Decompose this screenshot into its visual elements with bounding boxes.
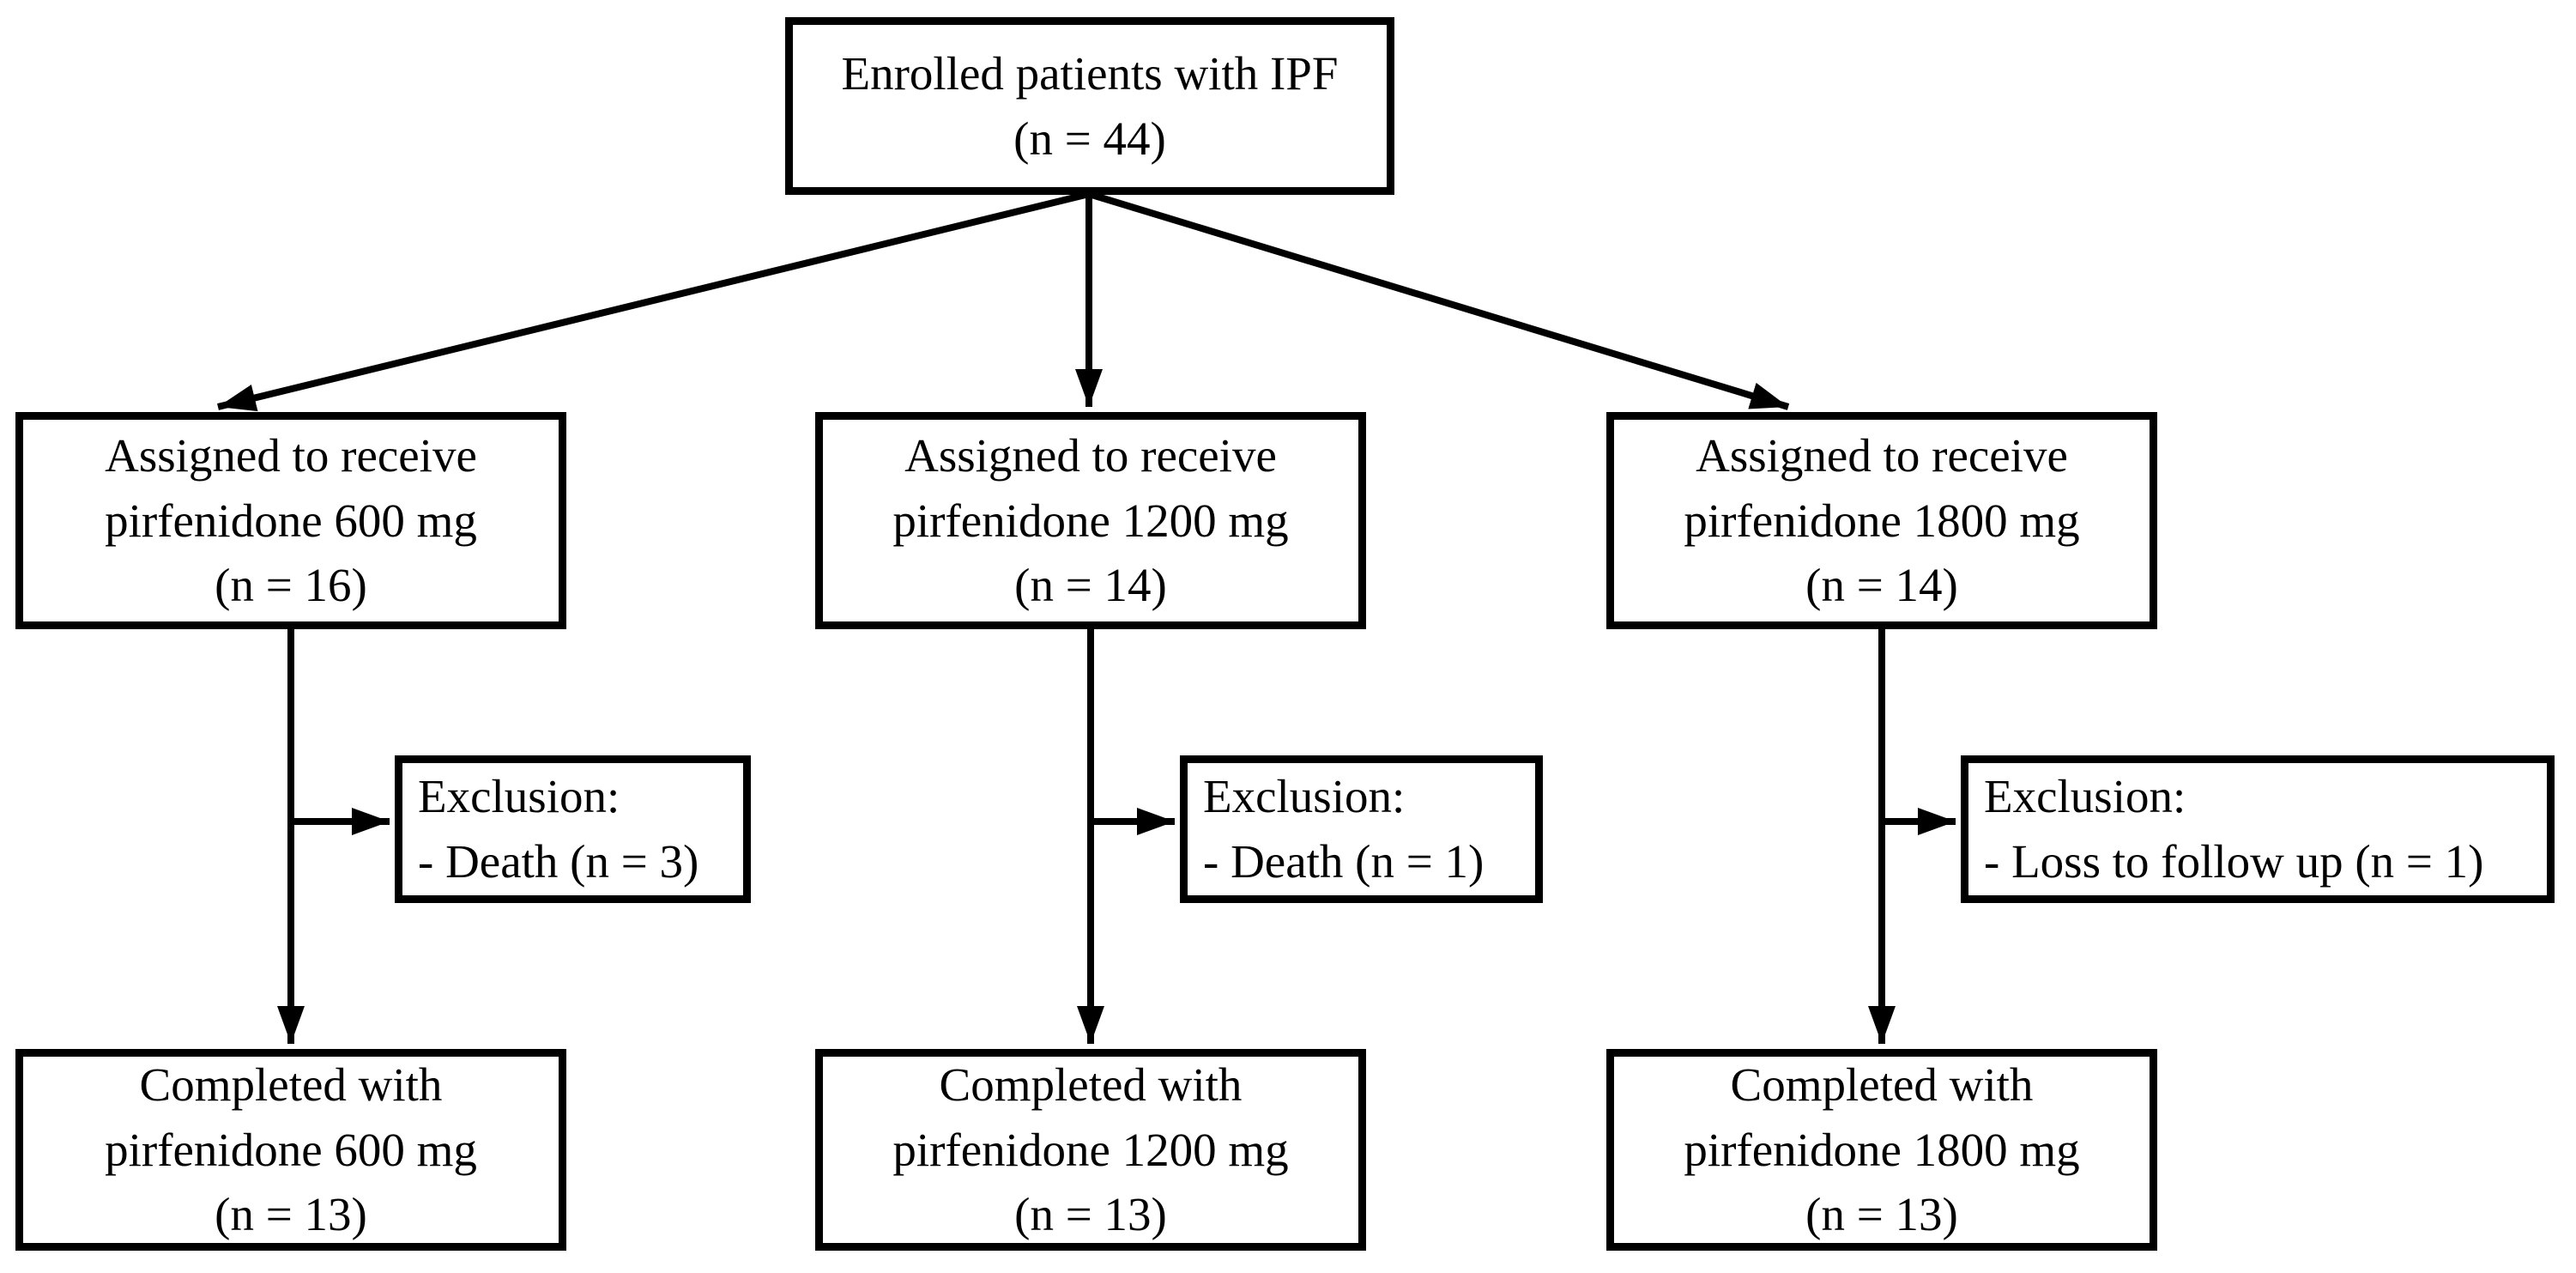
node-line: Exclusion: — [1203, 770, 1406, 823]
node-line: Exclusion: — [418, 770, 620, 823]
node-line: pirfenidone 1800 mg — [1684, 1123, 2080, 1176]
node-line: Assigned to receive — [904, 428, 1277, 482]
node-enrolled-patients: Enrolled patients with IPF (n = 44) — [785, 17, 1394, 195]
node-line: pirfenidone 1800 mg — [1684, 494, 2080, 547]
node-line: Assigned to receive — [105, 428, 477, 482]
node-exclusion-1200mg: Exclusion: - Death (n = 1) — [1180, 755, 1543, 903]
node-count: (n = 16) — [215, 559, 367, 612]
node-completed-1800mg: Completed with pirfenidone 1800 mg (n = … — [1606, 1049, 2157, 1251]
node-count: (n = 14) — [1805, 559, 1958, 612]
arrow-enrolled-to-assigned-600 — [217, 191, 1090, 412]
node-line: Completed with — [1730, 1058, 2034, 1111]
node-exclusion-1800mg: Exclusion: - Loss to follow up (n = 1) — [1961, 755, 2555, 903]
node-completed-1200mg: Completed with pirfenidone 1200 mg (n = … — [815, 1049, 1366, 1251]
node-count: (n = 13) — [215, 1188, 367, 1241]
node-line: Completed with — [139, 1058, 443, 1111]
node-line: - Death (n = 1) — [1203, 835, 1485, 888]
node-assigned-1800mg: Assigned to receive pirfenidone 1800 mg … — [1606, 412, 2157, 629]
node-completed-600mg: Completed with pirfenidone 600 mg (n = 1… — [15, 1049, 566, 1251]
node-line: Enrolled patients with IPF — [841, 46, 1339, 100]
node-assigned-1200mg: Assigned to receive pirfenidone 1200 mg … — [815, 412, 1366, 629]
node-count: (n = 44) — [1013, 112, 1166, 165]
node-count: (n = 13) — [1014, 1188, 1167, 1241]
node-line: - Death (n = 3) — [418, 835, 699, 888]
node-line: pirfenidone 600 mg — [105, 1123, 477, 1176]
node-line: pirfenidone 1200 mg — [892, 1123, 1289, 1176]
node-line: pirfenidone 1200 mg — [892, 494, 1289, 547]
node-line: - Loss to follow up (n = 1) — [1984, 835, 2484, 888]
arrow-enrolled-to-assigned-1800 — [1087, 191, 1790, 410]
node-exclusion-600mg: Exclusion: - Death (n = 3) — [395, 755, 751, 903]
node-assigned-600mg: Assigned to receive pirfenidone 600 mg (… — [15, 412, 566, 629]
node-line: pirfenidone 600 mg — [105, 494, 477, 547]
node-count: (n = 14) — [1014, 559, 1167, 612]
node-line: Exclusion: — [1984, 770, 2186, 823]
node-line: Assigned to receive — [1696, 428, 2068, 482]
node-line: Completed with — [939, 1058, 1243, 1111]
node-count: (n = 13) — [1805, 1188, 1958, 1241]
